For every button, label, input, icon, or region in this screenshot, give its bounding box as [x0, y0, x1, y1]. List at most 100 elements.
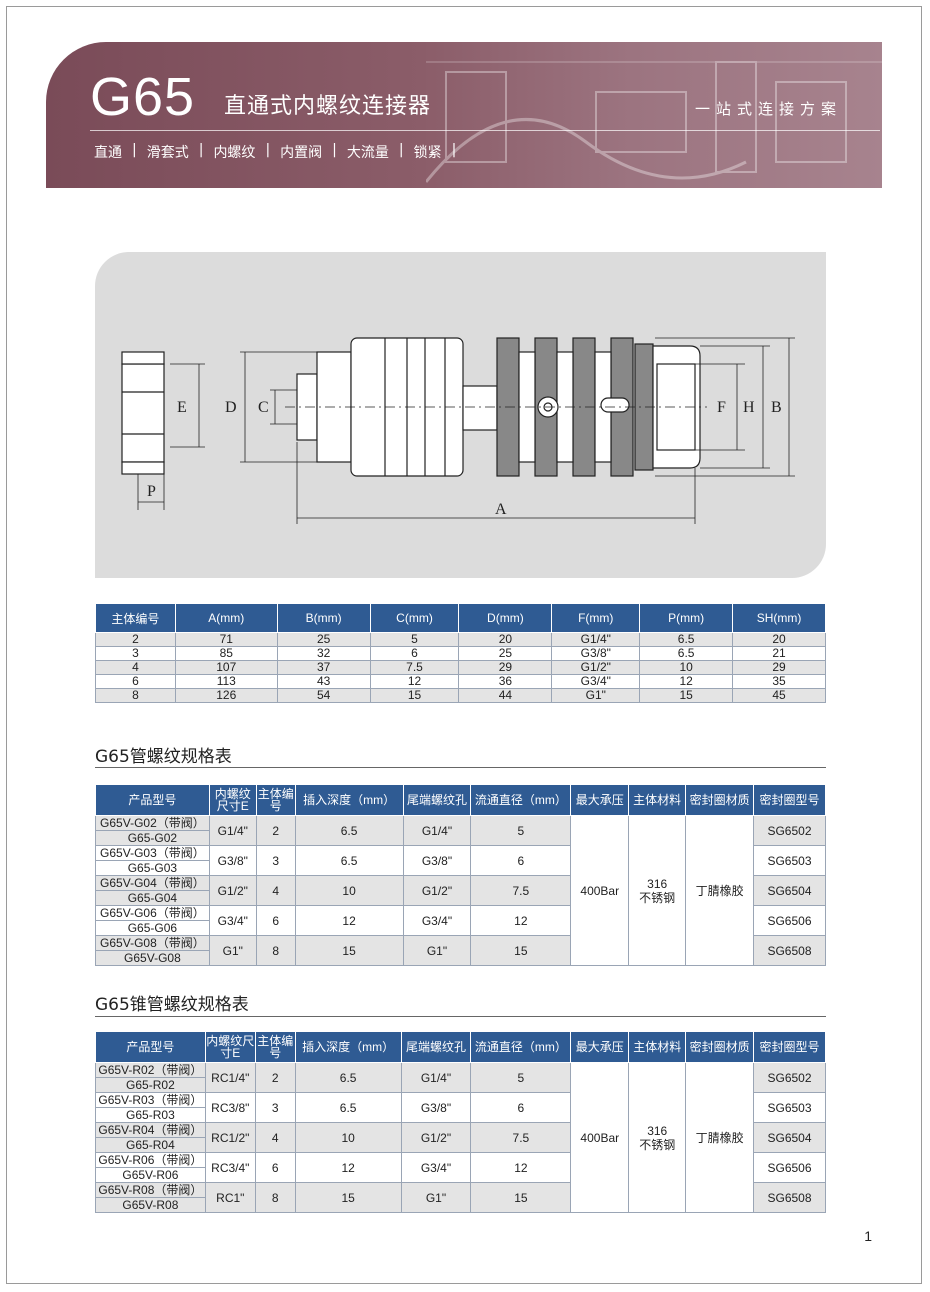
model-cell: G65-R03 — [95, 1107, 206, 1123]
table-row: G65V-G04（带阀） G1/2" 4 10 G1/2" 7.5 SG6504 — [95, 875, 826, 906]
column-header: 密封圈材质 — [685, 1031, 755, 1063]
table-header-row: 主体编号 A(mm) B(mm) C(mm) D(mm) F(mm) P(mm)… — [95, 603, 826, 633]
table-row: G65-G04 — [95, 890, 826, 906]
table-cell: RC3/8" — [204, 1092, 256, 1123]
column-header: 主体编号 — [254, 1031, 296, 1063]
label-F: F — [717, 399, 726, 416]
model-cell: G65V-G02（带阀） — [95, 815, 210, 831]
table-row: G65V-R03（带阀） RC3/8" 3 6.5 G3/8" 6 SG6503 — [95, 1092, 826, 1123]
table-row: G65-R02 — [95, 1077, 826, 1093]
table-cell: 107 — [174, 660, 278, 675]
dimension-table: 主体编号 A(mm) B(mm) C(mm) D(mm) F(mm) P(mm)… — [95, 603, 826, 703]
table-cell: 21 — [732, 646, 826, 661]
model-cell: G65-R02 — [95, 1077, 206, 1093]
column-header: 主体材料 — [628, 1031, 687, 1063]
section-divider — [95, 1016, 826, 1017]
model-cell: G65-G02 — [95, 830, 210, 846]
table-cell: 12 — [639, 674, 734, 689]
table-row: G65-R03 — [95, 1107, 826, 1123]
model-cell: G65-G06 — [95, 920, 210, 936]
table-row: G65V-G02（带阀） G1/4" 2 6.5 G1/4" 5 400Bar … — [95, 815, 826, 966]
tag-separator: | — [132, 142, 137, 158]
table-cell: 3 — [95, 646, 176, 661]
table-cell: SG6504 — [753, 1122, 826, 1153]
table-cell: 6.5 — [639, 632, 734, 647]
feature-tag: 锁紧 — [413, 145, 442, 161]
model-cell: G65V-R08（带阀） — [95, 1182, 206, 1198]
column-header: 密封圈型号 — [753, 784, 826, 816]
column-header: 密封圈型号 — [753, 1031, 826, 1063]
model-cell: G65V-R06（带阀） — [95, 1152, 206, 1168]
material-name: 不锈钢 — [639, 1137, 676, 1152]
table-cell: 6 — [470, 845, 572, 876]
table-cell: G3/4" — [551, 674, 641, 689]
table-cell: 6.5 — [294, 1062, 402, 1093]
table-cell: 12 — [470, 905, 572, 936]
model-cell: G65-R04 — [95, 1137, 206, 1153]
table-cell: G1/2" — [400, 1122, 472, 1153]
table-cell: 2 — [255, 815, 296, 846]
table-cell: 12 — [369, 674, 460, 689]
tag-separator: | — [265, 142, 271, 158]
table-cell: SG6504 — [753, 875, 826, 906]
table-cell: 12 — [294, 905, 404, 936]
label-P: P — [147, 483, 156, 500]
column-header: 流通直径（mm） — [470, 784, 572, 816]
table-row: G65V-R02（带阀） RC1/4" 2 6.5 G1/4" 5 400Bar… — [95, 1062, 826, 1213]
table-cell: G3/8" — [208, 845, 257, 876]
table-cell: RC1/4" — [204, 1062, 256, 1093]
table-cell: 15 — [294, 1182, 402, 1213]
model-cell: G65-G04 — [95, 890, 210, 906]
table-cell: G1/2" — [402, 875, 472, 906]
table-cell: G1" — [402, 935, 472, 966]
model-cell: G65V-R08 — [95, 1197, 206, 1213]
table-cell: SG6508 — [753, 1182, 826, 1213]
column-header: 插入深度（mm） — [294, 1031, 402, 1063]
section-title: G65锥管螺纹规格表 — [95, 995, 249, 1015]
table-cell: 35 — [732, 674, 826, 689]
table-cell: G3/8" — [400, 1092, 472, 1123]
table-cell: SG6503 — [753, 845, 826, 876]
column-header: 内螺纹尺寸E — [208, 784, 257, 816]
table-cell: 29 — [732, 660, 826, 675]
material-name: 不锈钢 — [639, 890, 676, 905]
label-H: H — [743, 399, 755, 416]
table-cell: G1/4" — [402, 815, 472, 846]
column-header: 内螺纹尺寸E — [204, 1031, 256, 1063]
table-cell: G1/2" — [208, 875, 257, 906]
table-cell: G1" — [551, 688, 641, 703]
section-divider — [95, 767, 826, 768]
table-cell: 71 — [174, 632, 278, 647]
column-header: 最大承压 — [570, 784, 630, 816]
table-cell: 7.5 — [470, 875, 572, 906]
table-cell: 10 — [639, 660, 734, 675]
banner-divider — [90, 130, 880, 131]
table-cell: 20 — [732, 632, 826, 647]
table-cell: 25 — [458, 646, 553, 661]
model-cell: G65V-G03（带阀） — [95, 845, 210, 861]
factory-photo-graphic — [426, 61, 882, 183]
table-cell: 126 — [174, 688, 278, 703]
table-cell: RC1/2" — [204, 1122, 256, 1153]
table-cell: 12 — [294, 1152, 402, 1183]
column-header: 插入深度（mm） — [294, 784, 404, 816]
table-cell: 4 — [254, 1122, 296, 1153]
column-header: 主体编号 — [255, 784, 296, 816]
table-cell: 6 — [95, 674, 176, 689]
seal-material-cell: 丁腈橡胶 — [685, 815, 754, 966]
table-cell: SG6502 — [753, 815, 826, 846]
table-header-row: 产品型号 内螺纹尺寸E 主体编号 插入深度（mm） 尾端螺纹孔 流通直径（mm）… — [95, 1031, 826, 1063]
model-cell: G65V-R04（带阀） — [95, 1122, 206, 1138]
material-grade: 316 — [647, 1123, 668, 1138]
table-cell: 6 — [254, 1152, 296, 1183]
table-cell: 8 — [255, 935, 296, 966]
model-cell: G65-G03 — [95, 860, 210, 876]
table-row: G65-G02 — [95, 830, 826, 846]
connector-drawing: E P D C — [121, 337, 795, 524]
table-cell: G3/8" — [551, 646, 641, 661]
model-cell: G65V-R06 — [95, 1167, 206, 1183]
table-cell: RC1" — [204, 1182, 256, 1213]
